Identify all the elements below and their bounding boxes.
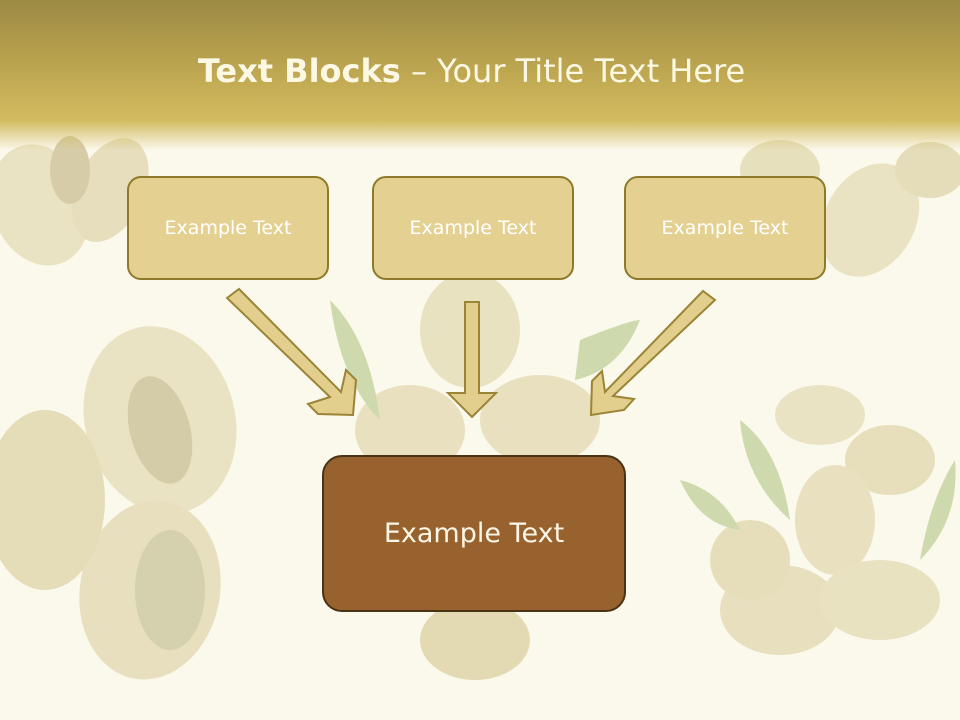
arrow-left bbox=[225, 287, 358, 417]
arrow-center bbox=[445, 301, 499, 419]
slide-title-rest: – Your Title Text Here bbox=[400, 52, 746, 90]
result-block-label: Example Text bbox=[383, 518, 565, 549]
text-block-3[interactable]: Example Text bbox=[624, 176, 826, 280]
text-block-1[interactable]: Example Text bbox=[127, 176, 329, 280]
text-block-2[interactable]: Example Text bbox=[372, 176, 574, 280]
slide-title: Text Blocks – Your Title Text Here bbox=[0, 52, 943, 90]
text-block-3-label: Example Text bbox=[661, 217, 789, 239]
slide-title-bold: Text Blocks bbox=[197, 52, 401, 90]
arrow-right bbox=[589, 289, 717, 417]
result-block[interactable]: Example Text bbox=[322, 455, 626, 612]
text-block-2-label: Example Text bbox=[409, 217, 537, 239]
text-block-1-label: Example Text bbox=[164, 217, 292, 239]
title-bar bbox=[0, 0, 960, 150]
